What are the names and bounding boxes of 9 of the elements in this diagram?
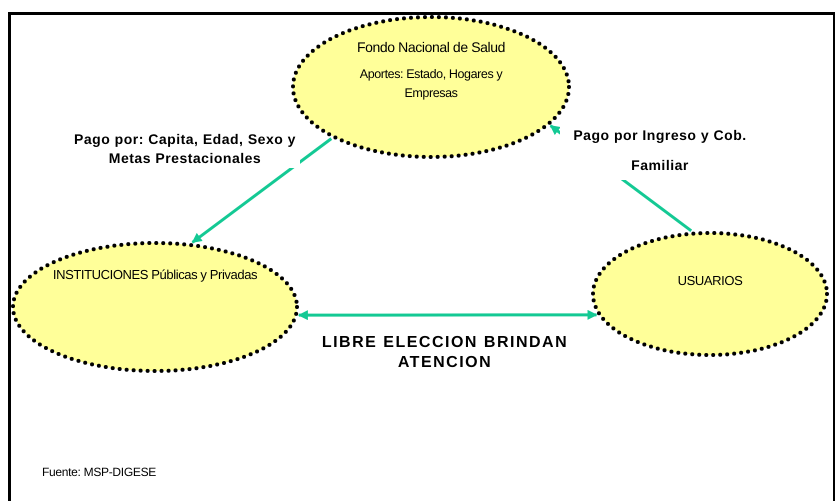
node-text: USUARIOS: [678, 272, 742, 290]
node-text: Aportes: Estado, Hogares y Empresas: [358, 66, 504, 102]
node-text: Fondo Nacional de Salud: [356, 38, 506, 57]
source-note: Fuente: MSP-DIGESE: [42, 464, 156, 481]
node-text: INSTITUCIONES Públicas y Privadas: [52, 266, 258, 284]
ellipse-node: [10, 240, 300, 374]
arrow: [192, 137, 332, 244]
arrow: [298, 310, 598, 320]
ellipse-node: [590, 230, 830, 358]
